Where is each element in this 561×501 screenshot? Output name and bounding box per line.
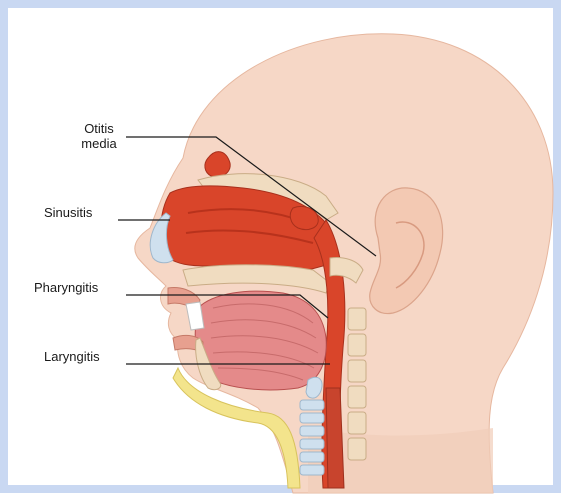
label-pharyngitis: Pharyngitis [34, 280, 98, 295]
label-laryngitis: Laryngitis [44, 349, 100, 364]
label-otitis-media: Otitis media [76, 121, 122, 151]
label-sinusitis: Sinusitis [44, 205, 92, 220]
label-otitis-line1: Otitis [76, 121, 122, 136]
head-cross-section-illustration [8, 8, 561, 501]
label-otitis-line2: media [76, 136, 122, 151]
